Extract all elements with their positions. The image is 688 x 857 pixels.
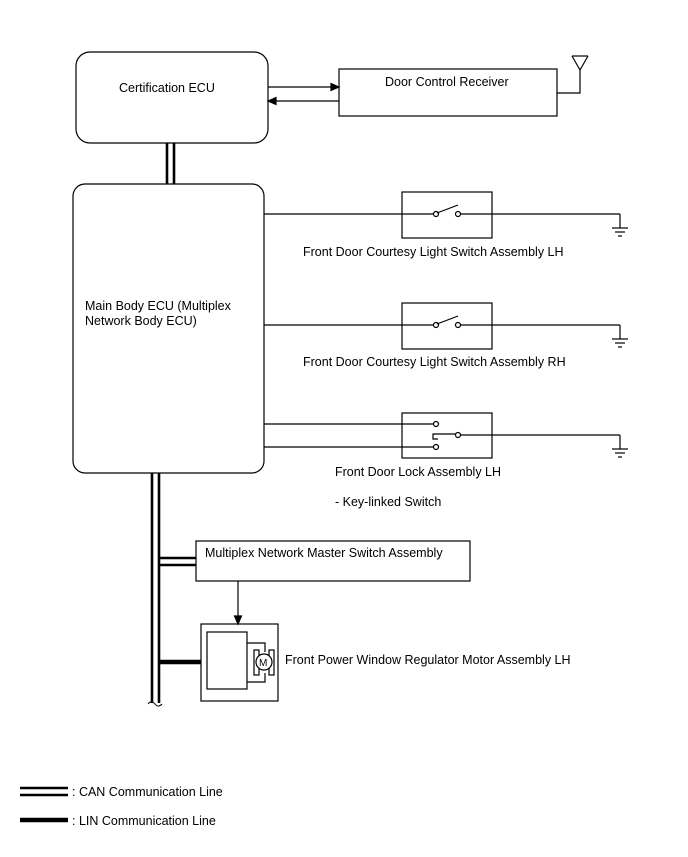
main-body-ecu-label-line1: Main Body ECU (Multiplex <box>85 299 232 313</box>
main-body-ecu-box <box>72 183 265 474</box>
legend-can-label: : CAN Communication Line <box>72 785 223 799</box>
antenna-wire <box>557 70 581 94</box>
door-control-receiver-label: Door Control Receiver <box>385 75 509 89</box>
courtesy-switch-lh-label: Front Door Courtesy Light Switch Assembl… <box>303 245 564 259</box>
key-linked-switch-label: - Key-linked Switch <box>335 495 441 509</box>
motor-symbol-label: M <box>259 658 267 669</box>
arrowhead-to-receiver <box>330 82 341 92</box>
can-branch-master-switch <box>159 556 196 567</box>
arrowhead-to-cert-ecu <box>266 96 277 106</box>
ground-icon-rh <box>612 325 628 348</box>
certification-ecu-label: Certification ECU <box>119 81 215 95</box>
legend-can-symbol <box>20 786 68 797</box>
legend-lin-label: : LIN Communication Line <box>72 814 216 828</box>
motor-icon <box>247 642 275 683</box>
window-motor-lh-label: Front Power Window Regulator Motor Assem… <box>285 653 571 667</box>
courtesy-switch-rh-label: Front Door Courtesy Light Switch Assembl… <box>303 355 566 369</box>
arrowhead-master-to-motor <box>233 615 243 626</box>
courtesy-switch-rh-contact <box>402 315 492 329</box>
window-motor-ecu-block <box>206 631 248 690</box>
main-body-ecu-label-line2: Network Body ECU) <box>85 314 197 328</box>
can-line-cert-to-main <box>165 143 176 184</box>
door-lock-lh-label: Front Door Lock Assembly LH <box>335 465 501 479</box>
master-switch-label: Multiplex Network Master Switch Assembly <box>205 546 443 560</box>
courtesy-switch-lh-contact <box>402 204 492 218</box>
certification-ecu-box <box>75 51 269 144</box>
ground-icon-lh <box>612 214 628 237</box>
can-trunk-line <box>147 473 163 707</box>
courtesy-switch-rh-box <box>401 302 493 350</box>
door-lock-switch-contact <box>402 420 492 451</box>
courtesy-switch-lh-box <box>401 191 493 239</box>
window-motor-assembly-box <box>200 623 279 702</box>
ground-icon-door-lock <box>612 435 628 458</box>
master-switch-box <box>195 540 471 582</box>
antenna-icon <box>571 55 589 71</box>
